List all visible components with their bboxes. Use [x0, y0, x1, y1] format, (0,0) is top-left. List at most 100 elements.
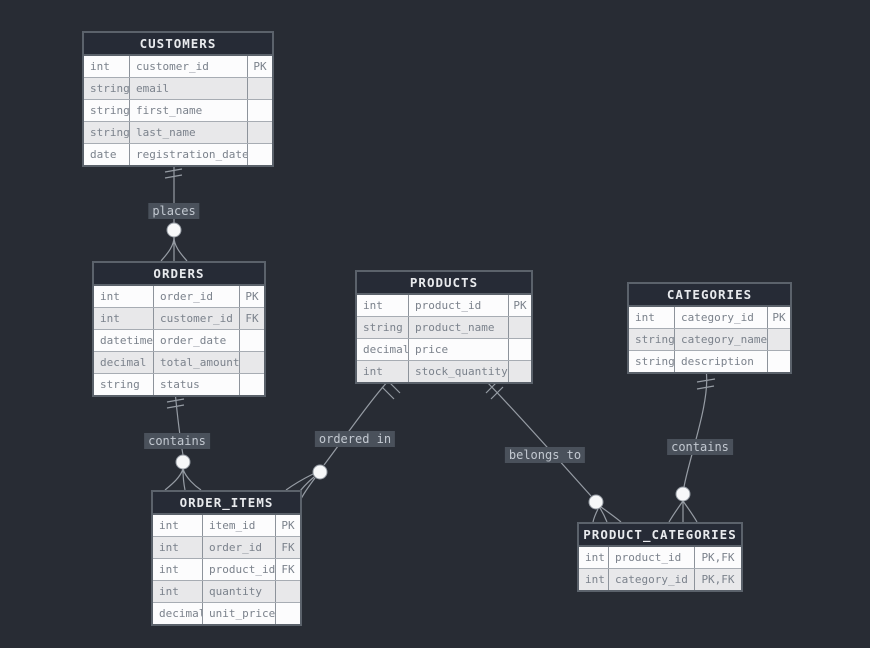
many-cardinality-circle: [675, 486, 691, 502]
relationship-contains-orders[interactable]: [164, 390, 202, 491]
table-title[interactable]: CUSTOMERS: [84, 33, 272, 56]
column-key: FK: [245, 312, 259, 325]
column-type: date: [84, 144, 130, 165]
column-type: int: [94, 286, 154, 307]
column-key: [248, 100, 272, 121]
column-type: string: [84, 100, 130, 121]
relationship-label-contains-categories[interactable]: contains: [667, 439, 733, 455]
column-type: decimal: [94, 352, 154, 373]
table-title[interactable]: ORDER_ITEMS: [153, 492, 300, 515]
column-name: first_name: [130, 100, 248, 121]
relationship-label-ordered-in[interactable]: ordered in: [314, 431, 396, 447]
crow-foot: [164, 468, 202, 491]
column-key: PK: [513, 299, 527, 312]
column-type: string: [94, 374, 154, 395]
column-name: description: [675, 351, 768, 372]
column-key: FK: [281, 563, 295, 576]
column-name: product_id: [609, 547, 695, 568]
column-name: order_id: [203, 537, 276, 558]
column-name: order_date: [154, 330, 240, 351]
column-name: category_name: [675, 329, 768, 350]
column-name: product_id: [409, 295, 509, 316]
column-key: [248, 144, 272, 165]
column-type: int: [84, 56, 130, 77]
column-key: [240, 330, 264, 351]
many-cardinality-circle: [166, 222, 182, 238]
column-key: PK,FK: [701, 551, 735, 564]
table-title[interactable]: CATEGORIES: [629, 284, 790, 307]
column-name: product_name: [409, 317, 509, 338]
column-key: [248, 122, 272, 143]
column-name: registration_date: [130, 144, 248, 165]
column-name: last_name: [130, 122, 248, 143]
column-key: [276, 603, 300, 624]
column-key: PK: [253, 60, 267, 73]
column-key: [509, 317, 531, 338]
relationship-label-contains-orders[interactable]: contains: [144, 433, 210, 449]
column-type: datetime: [94, 330, 154, 351]
many-cardinality-circle: [588, 494, 604, 510]
column-name: item_id: [203, 515, 276, 536]
one-cardinality-ticks: [696, 378, 716, 390]
column-name: category_id: [675, 307, 768, 328]
one-cardinality-ticks: [164, 168, 183, 179]
relationship-ordered-in[interactable]: [285, 378, 401, 509]
column-type: int: [94, 308, 154, 329]
column-key: PK,FK: [701, 573, 735, 586]
relationship-line: [483, 378, 592, 497]
column-type: string: [629, 329, 675, 350]
crow-foot: [160, 236, 188, 262]
column-key: PK: [281, 519, 295, 532]
column-type: int: [153, 581, 203, 602]
relationship-label-belongs-to[interactable]: belongs to: [504, 447, 586, 463]
relationship-contains-categories[interactable]: [668, 369, 716, 523]
column-key: [509, 361, 531, 382]
relationship-label-places[interactable]: places: [148, 203, 200, 219]
table-title[interactable]: ORDERS: [94, 263, 264, 286]
column-type: decimal: [153, 603, 203, 624]
table-title[interactable]: PRODUCTS: [357, 272, 531, 295]
column-type: int: [579, 569, 609, 590]
relationship-line: [323, 378, 391, 466]
column-name: customer_id: [154, 308, 240, 329]
column-key: PK: [245, 290, 259, 303]
column-key: [768, 351, 790, 372]
column-key: PK: [772, 311, 786, 324]
column-name: quantity: [203, 581, 276, 602]
column-name: customer_id: [130, 56, 248, 77]
column-key: [240, 374, 264, 395]
table-title[interactable]: PRODUCT_CATEGORIES: [579, 524, 741, 547]
column-name: status: [154, 374, 240, 395]
column-type: string: [84, 122, 130, 143]
